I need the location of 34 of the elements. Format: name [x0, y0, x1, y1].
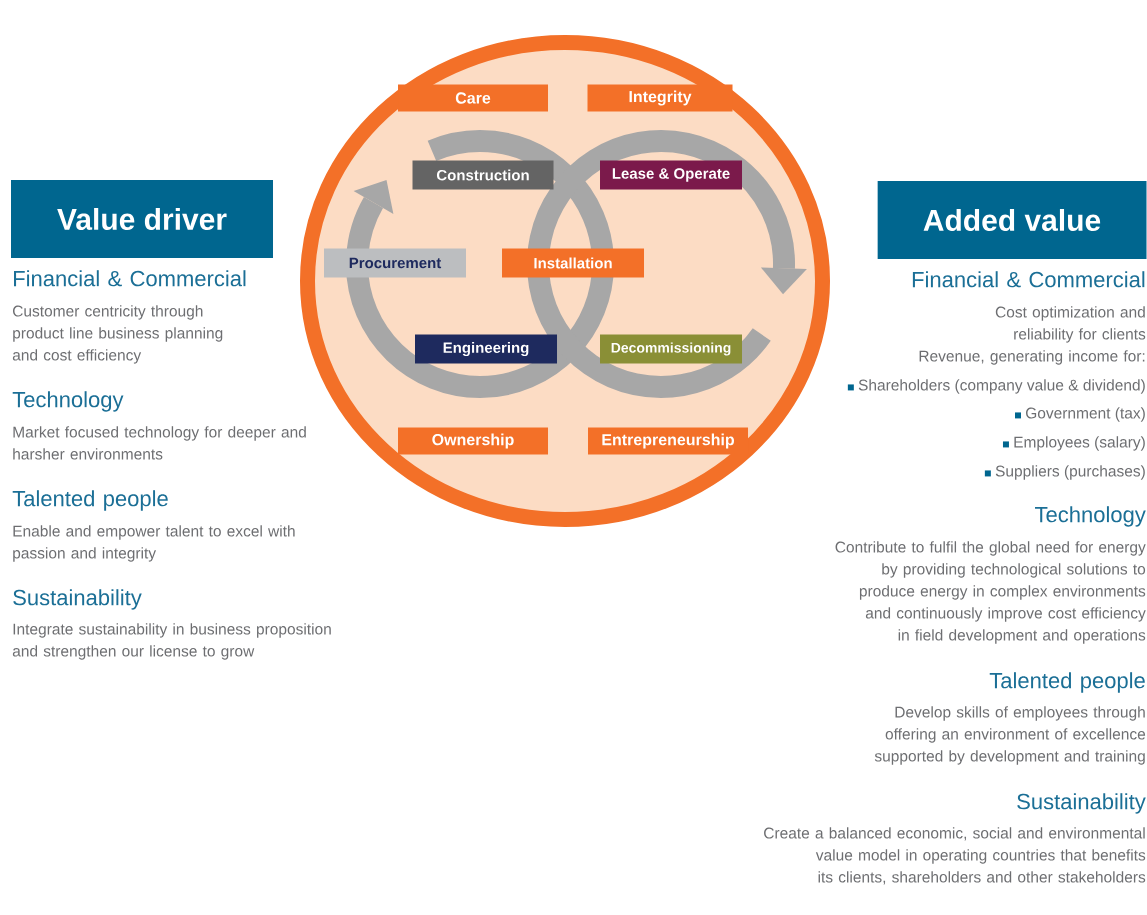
description-text: Enable and empower talent to excel with passion and integrity	[13, 525, 295, 562]
phase-box: Lease & Operate	[600, 160, 742, 190]
value-band: Integrity	[587, 84, 733, 112]
value-band: Entrepreneurship	[588, 427, 748, 455]
description-text: Revenue, generating income for:	[919, 350, 1145, 365]
description-text: Market focused technology for deeper and harsher environments	[13, 426, 306, 460]
bullet-item: Shareholders (company value & dividend)	[858, 379, 1145, 394]
node-label: Care	[455, 92, 491, 104]
bullet-item: Employees (salary)	[1014, 436, 1145, 451]
phase-box: Engineering	[415, 334, 557, 364]
description-text: Develop skills of employees through offering an environment of excellence supported by development and training	[874, 706, 1146, 765]
node-label: Integrity	[629, 90, 692, 106]
description-text: Integrate sustainability in business proposition and strengthen our license to grow	[12, 623, 331, 660]
phase-box: Construction	[412, 160, 554, 190]
description-text: Cost optimization and reliability for clients	[995, 306, 1146, 343]
section-heading: Technology	[1035, 506, 1146, 527]
section-heading: Sustainability	[13, 589, 142, 610]
section-heading: Technology	[12, 391, 124, 412]
bullet-item: Government (tax)	[1026, 407, 1145, 422]
header-box: Value driver	[11, 180, 273, 258]
description-text: Create a balanced economic, social and environmental value model in operating countries that benefits its clients, shareholders and other stakeholders	[764, 827, 1146, 885]
header-box: Added value	[877, 181, 1147, 259]
bullet-item: Suppliers (purchases)	[995, 465, 1145, 480]
section-heading: Talented people	[12, 490, 168, 511]
description-text: Customer centricity through product line business planning and cost efficiency	[12, 305, 223, 364]
value-band: Ownership	[398, 427, 548, 455]
phase-box: Decommissioning	[600, 334, 742, 364]
value-band: Care	[398, 84, 548, 112]
phase-box: Installation	[502, 248, 644, 278]
phase-box: Procurement	[324, 248, 466, 278]
section-heading: Talented people	[989, 672, 1145, 693]
node-label: Entrepreneurship	[602, 433, 735, 449]
description-text: Contribute to fulfil the global need for energy by providing technological solutions to produce energy in complex environments and continuously improve cost efficiency in field development and operations	[835, 541, 1146, 644]
section-heading: Sustainability	[1017, 793, 1146, 814]
